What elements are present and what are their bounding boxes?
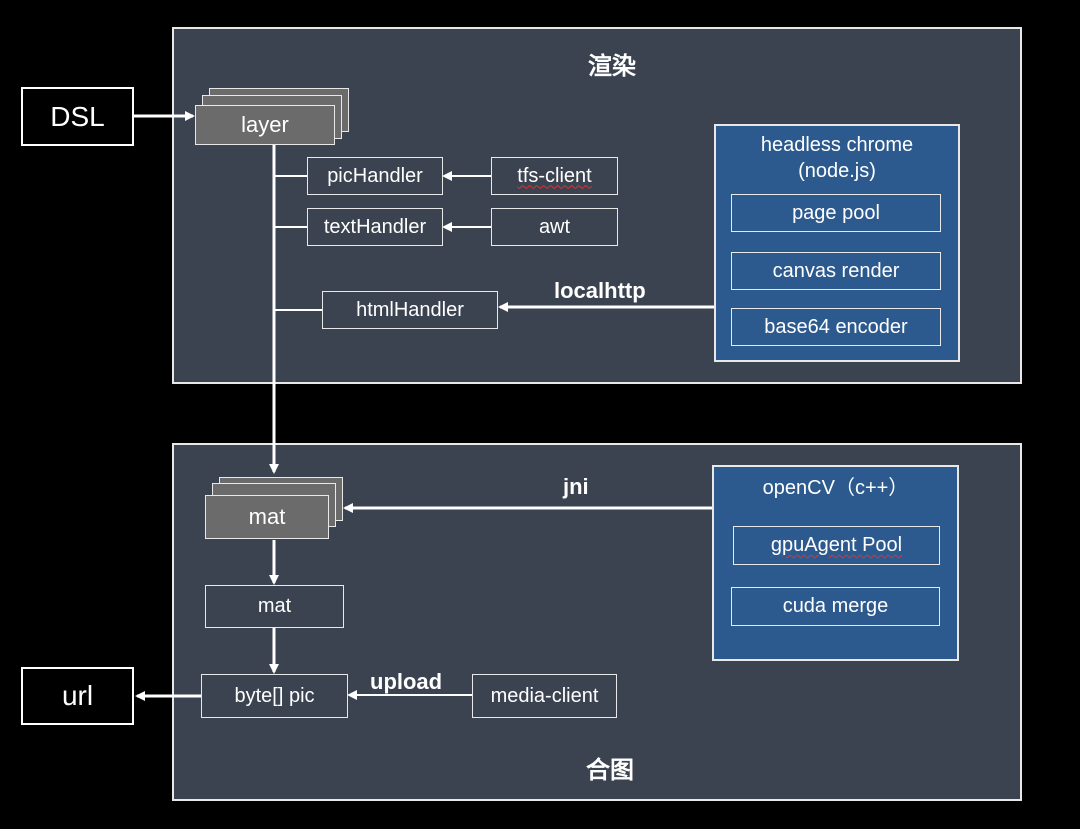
headless-chrome-title: headless chrome (node.js) [760, 134, 914, 182]
headless-chrome-panel: headless chrome (node.js) [714, 124, 960, 362]
opencv-item-cuda-merge: cuda merge [731, 587, 940, 626]
chrome-item-canvas-render: canvas render [731, 252, 941, 290]
render-panel-title: 渲染 [588, 52, 636, 80]
awt-box: awt [491, 208, 618, 246]
mat-box: mat [205, 585, 344, 628]
localhttp-label: localhttp [554, 278, 646, 303]
url-box: url [21, 667, 134, 725]
opencv-panel: openCV（c++） [712, 465, 959, 661]
tfs-client-box: tfs-client [491, 157, 618, 195]
compose-panel-title: 合图 [586, 756, 634, 784]
layer-box: layer [195, 105, 335, 145]
opencv-item-gpuagent-pool: gpuAgent Pool [733, 526, 940, 565]
chrome-item-page-pool: page pool [731, 194, 941, 232]
dsl-box: DSL [21, 87, 134, 146]
texthandler-box: textHandler [307, 208, 443, 246]
mat-stack-box: mat [205, 495, 329, 539]
jni-label: jni [563, 474, 589, 499]
opencv-title: openCV（c++） [762, 477, 909, 499]
byte-pic-box: byte[] pic [201, 674, 348, 718]
gpuagent-pool-label: gpuAgent Pool [770, 534, 903, 556]
upload-label: upload [370, 669, 443, 694]
htmlhandler-box: htmlHandler [322, 291, 498, 329]
pichandler-box: picHandler [307, 157, 443, 195]
chrome-item-base64-encoder: base64 encoder [731, 308, 941, 346]
tfs-client-label: tfs-client [517, 164, 592, 187]
media-client-box: media-client [472, 674, 617, 718]
